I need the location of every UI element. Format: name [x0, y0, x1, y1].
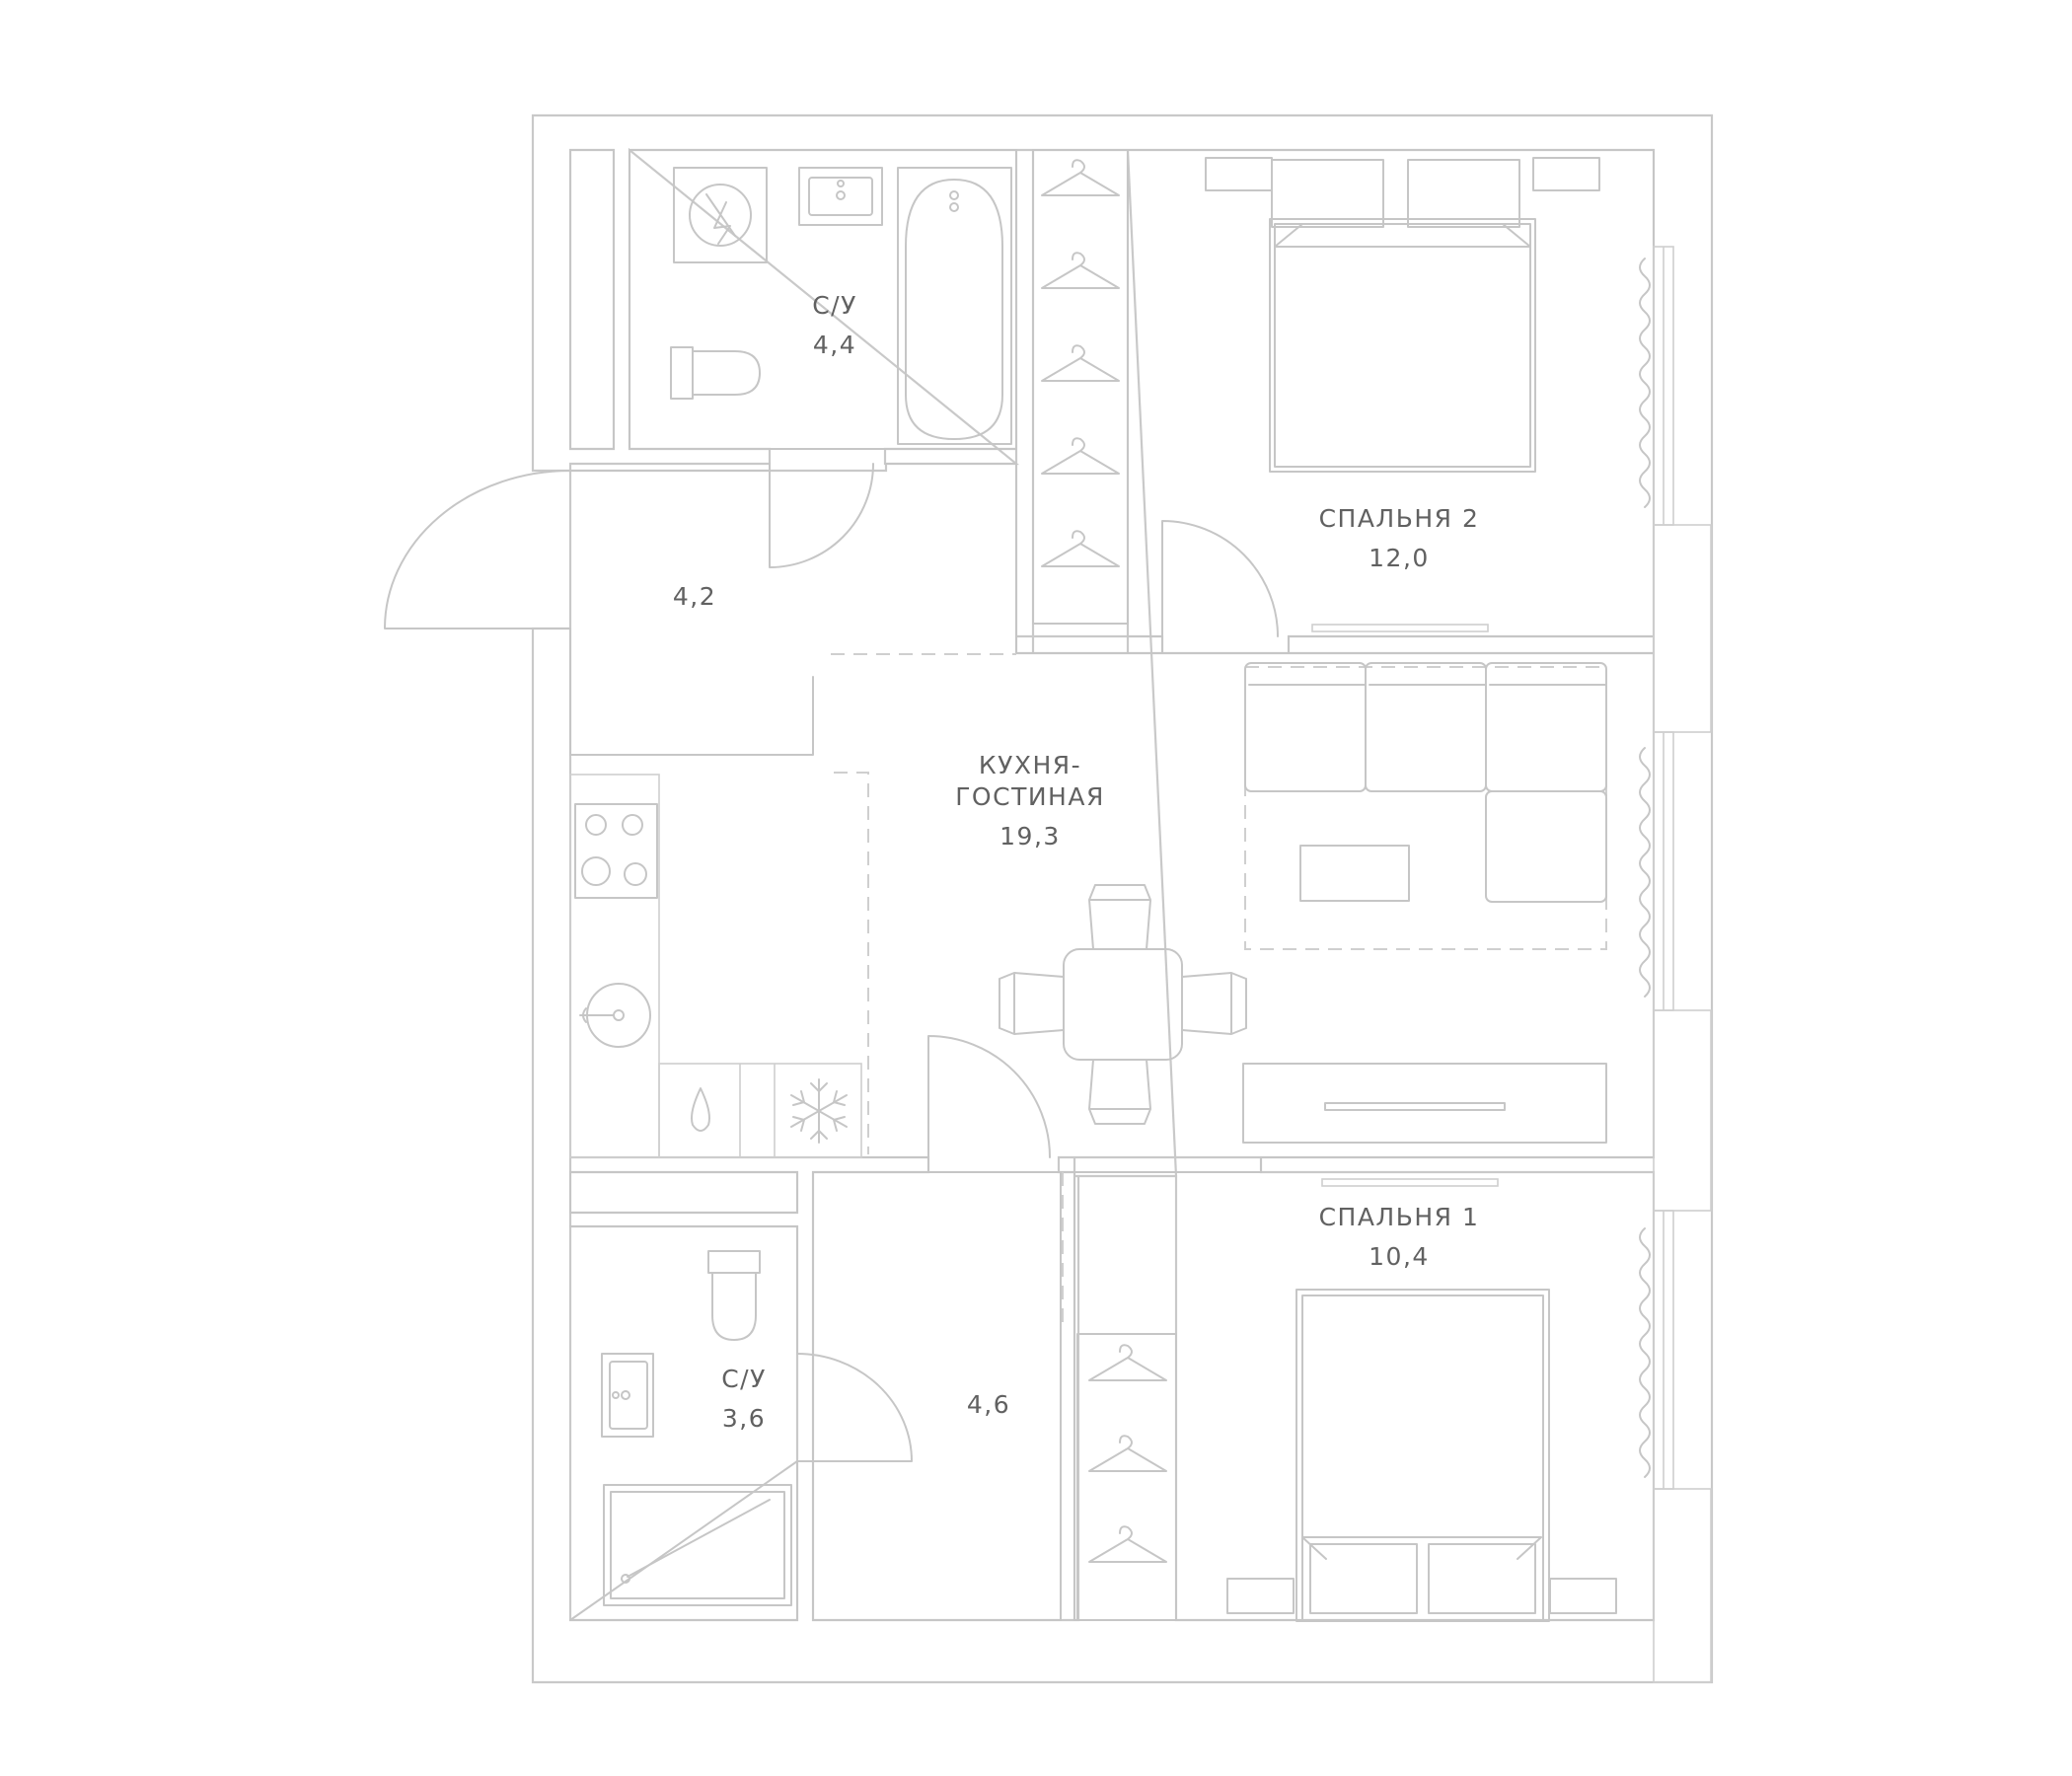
bathroom-2-name: С/У — [721, 1365, 767, 1393]
doors — [384, 463, 1279, 1462]
snowflake-icon — [790, 1078, 848, 1144]
entrance-hall-area: 4,2 — [673, 582, 716, 611]
zone-boundaries — [831, 653, 1064, 1327]
bathroom-2-area: 3,6 — [722, 1404, 766, 1433]
toilet-icon — [707, 1250, 761, 1341]
hanger-icon — [1041, 159, 1120, 567]
shower-icon — [603, 1484, 792, 1606]
sliding-doors — [1311, 624, 1499, 1187]
bathroom-1-name: С/У — [812, 291, 857, 320]
bedroom-2-area: 12,0 — [1369, 544, 1430, 572]
sofa-icon — [1244, 662, 1607, 903]
cooktop-icon — [574, 803, 658, 899]
tv-stand — [1242, 1063, 1607, 1144]
bathtub-icon — [897, 167, 1012, 445]
bathroom-1-area: 4,4 — [813, 331, 856, 359]
sink-icon — [798, 167, 883, 226]
kitchen-counter — [569, 774, 862, 1158]
bed-icon — [1205, 157, 1600, 473]
bedroom-1-name: СПАЛЬНЯ 1 — [1319, 1203, 1480, 1231]
hanger-icon — [1088, 1344, 1167, 1563]
bed-icon — [1226, 1289, 1617, 1622]
kitchen-living-name-1: КУХНЯ- — [979, 751, 1081, 779]
sink-icon — [601, 1353, 654, 1438]
bedroom-2-name: СПАЛЬНЯ 2 — [1319, 504, 1480, 533]
bedroom-1-area: 10,4 — [1369, 1242, 1430, 1271]
hallway-area: 4,6 — [967, 1390, 1010, 1419]
table-icon — [1063, 948, 1183, 1061]
toilet-icon — [670, 346, 761, 400]
chair-icon — [999, 884, 1247, 1125]
kitchen-living-name-2: ГОСТИНАЯ — [955, 782, 1105, 811]
room-labels: С/У 4,4 СПАЛЬНЯ 2 12,0 4,2 КУХНЯ- ГОСТИН… — [673, 291, 1480, 1433]
sink-icon — [579, 983, 651, 1048]
kitchen-living-area: 19,3 — [999, 822, 1061, 851]
water-drop-icon — [691, 1087, 710, 1132]
curtain-icon — [1639, 258, 1651, 1478]
coffee-table — [1299, 845, 1410, 902]
windows — [1653, 246, 1712, 1683]
washing-machine-icon — [673, 167, 768, 263]
